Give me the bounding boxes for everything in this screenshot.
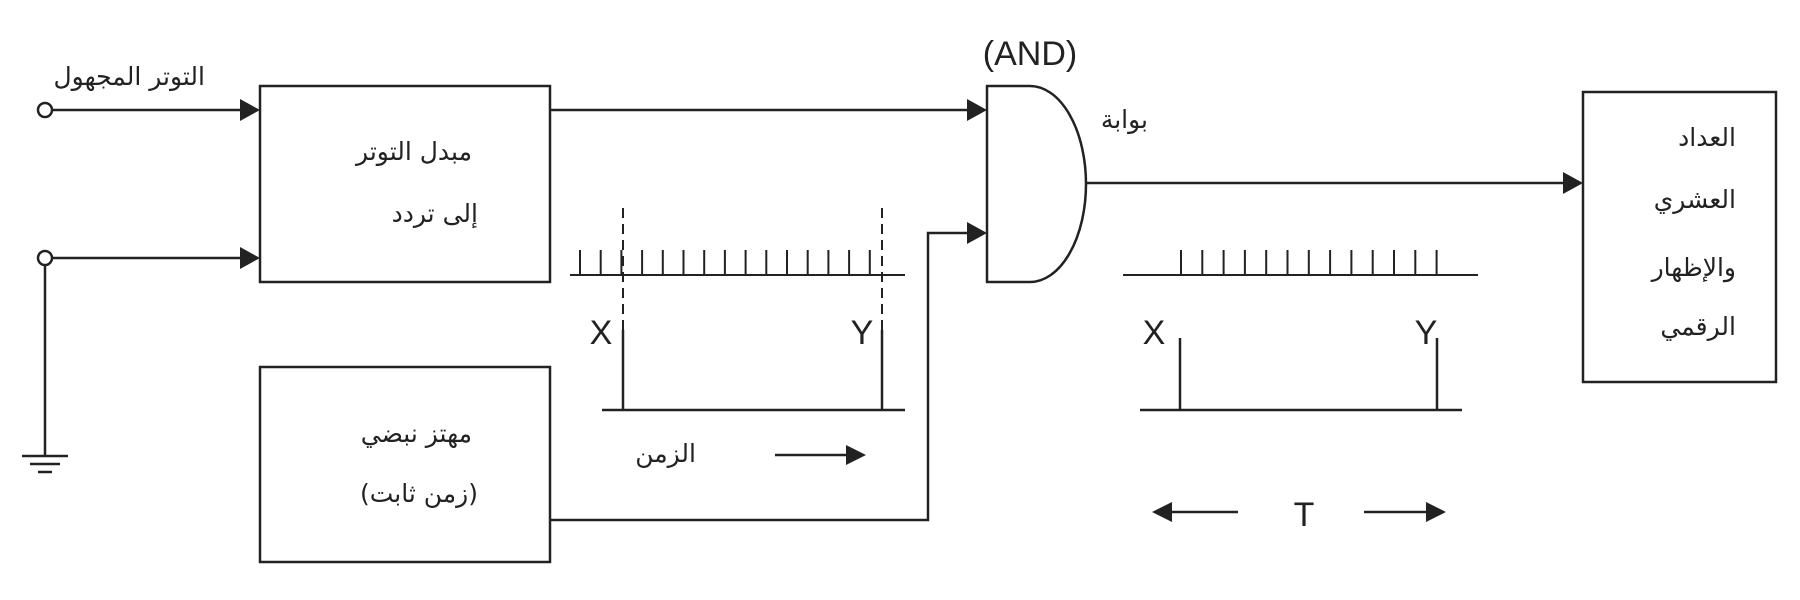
gate-label: بوابة — [1101, 105, 1148, 134]
oscillator-output-arrow — [967, 222, 987, 244]
oscillator-label-line2: (زمن ثابت) — [360, 479, 478, 508]
oscillator-label-line1: مهتز نبضي — [361, 419, 472, 449]
input-arrow-bottom — [240, 247, 260, 269]
pulse-oscillator-box — [258, 365, 552, 564]
right-pulse-train — [1180, 250, 1438, 275]
right-marker-x-label: X — [1143, 314, 1166, 352]
and-gate-symbol — [985, 84, 1088, 284]
input-terminal-bottom — [36, 249, 54, 267]
counter-label-line3: والإظهار — [1650, 253, 1736, 283]
counter-label-line4: الرقمي — [1660, 312, 1736, 341]
period-arrow-right-head — [1426, 502, 1446, 522]
converter-label-line2: إلى تردد — [392, 199, 478, 229]
voltage-to-frequency-converter-box — [258, 84, 552, 284]
time-label: الزمن — [635, 439, 696, 468]
left-pulse-train — [579, 250, 871, 275]
converter-output-arrow — [967, 99, 987, 121]
gate-output-arrow — [1563, 172, 1583, 194]
counter-label-line1: العداد — [1678, 123, 1736, 152]
left-gate-window — [602, 330, 905, 412]
counter-label-line2: العشري — [1654, 185, 1736, 214]
left-marker-x-label: X — [590, 314, 613, 352]
left-marker-y-label: Y — [851, 314, 874, 352]
converter-label-line1: مبدل التوتر — [354, 137, 472, 166]
right-timing-diagram: X Y T — [1123, 250, 1478, 534]
input-terminal-top — [36, 101, 54, 119]
period-arrow-left-head — [1152, 502, 1172, 522]
input-arrow-top — [240, 99, 260, 121]
left-timing-diagram: X Y الزمن — [570, 208, 905, 468]
gate-type-label: (AND) — [983, 35, 1077, 73]
time-arrow-head — [846, 445, 866, 465]
oscillator-output-wire — [550, 231, 967, 522]
decimal-counter-display-box — [1581, 90, 1778, 384]
unknown-voltage-label: التوتر المجهول — [54, 62, 205, 92]
right-gate-window — [1140, 338, 1462, 412]
right-marker-y-label: Y — [1415, 314, 1438, 352]
period-label: T — [1294, 496, 1315, 534]
ground-icon — [22, 454, 68, 474]
